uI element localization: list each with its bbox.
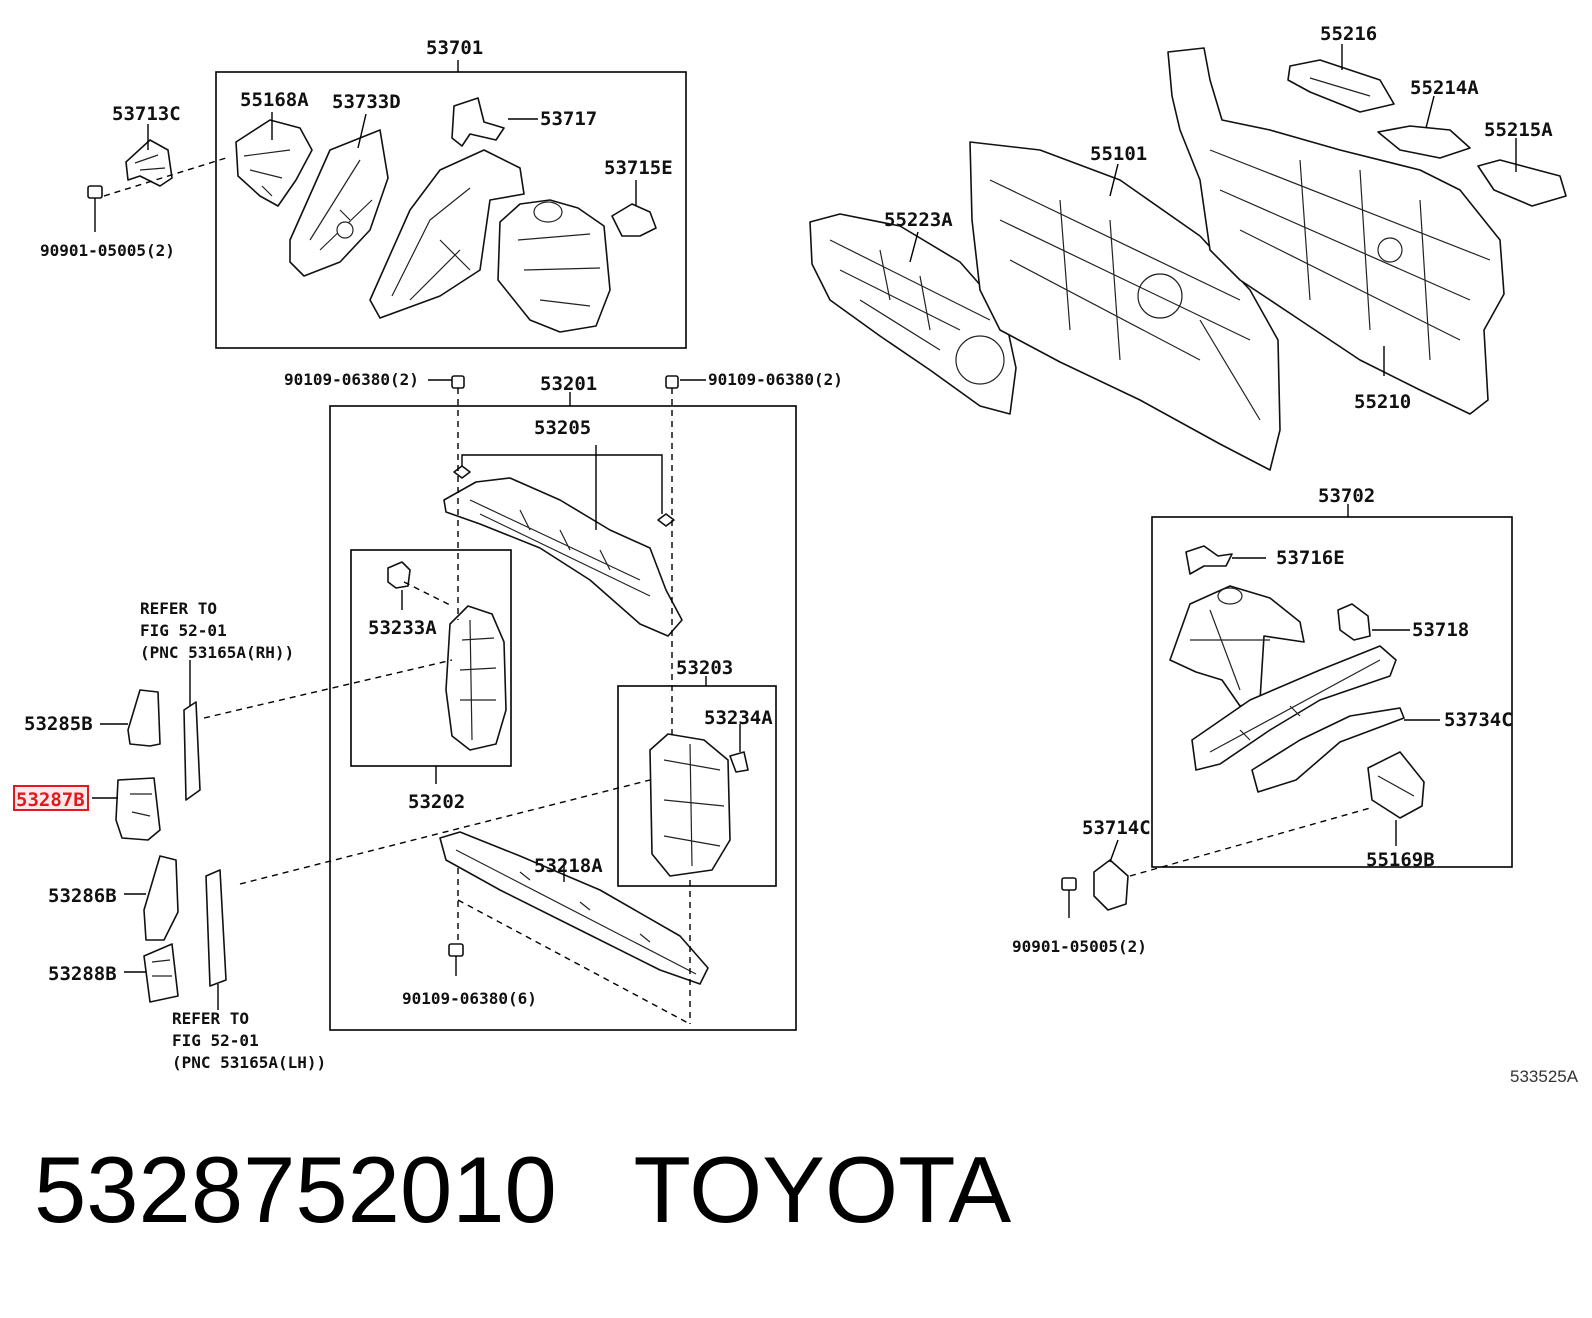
label-53218A[interactable]: 53218A [534,855,603,877]
part-53202[interactable] [445,605,507,751]
label-53285B[interactable]: 53285B [24,713,93,735]
part-53717[interactable] [451,97,505,147]
part-55216[interactable] [1287,59,1395,113]
part-53205[interactable] [443,477,683,637]
part-55223A[interactable] [809,213,1017,415]
label-53715E[interactable]: 53715E [604,157,673,179]
note-rh-line-3: (PNC 53165A(RH)) [140,643,294,662]
note-rh-line-1: REFER TO [140,599,217,618]
label-53733D[interactable]: 53733D [332,91,401,113]
figure-code: 533525A [1510,1067,1579,1086]
label-53287B[interactable]: 53287B [16,789,85,811]
part-55214A[interactable] [1377,125,1471,159]
leader-53205 [461,454,663,514]
part-53734-member[interactable] [1191,645,1397,771]
leader-53733D [357,113,367,149]
clip-icon [453,465,675,527]
label-90109-06380-a[interactable]: 90109-06380(2) [284,370,419,389]
note-lh-line-2: FIG 52-01 [172,1031,259,1050]
label-90901-05005-left[interactable]: 90901-05005(2) [40,241,175,260]
label-53714C[interactable]: 53714C [1082,817,1151,839]
dash-53233A [403,581,453,607]
dash-rh-brace [203,659,453,719]
highlight-box [13,785,89,811]
label-90109-06380-b[interactable]: 90109-06380(2) [708,370,843,389]
group-box-53203 [617,685,777,887]
label-53702[interactable]: 53702 [1318,485,1375,507]
part-53165A-rh-brace[interactable] [183,701,201,801]
leader-55214A [1425,95,1435,129]
part-53702-strut-tower[interactable] [1169,585,1305,707]
leader-55223A [909,231,919,263]
part-53288B[interactable] [143,943,179,1003]
dash-53714C [1129,807,1371,877]
note-lh-line-3: (PNC 53165A(LH)) [172,1053,326,1072]
part-53234A[interactable] [729,751,749,773]
part-caption: 5328752010 TOYOTA [34,1130,1134,1250]
label-53205[interactable]: 53205 [534,417,591,439]
part-53716E[interactable] [1185,545,1233,575]
part-55169B[interactable] [1367,751,1425,819]
label-53233A[interactable]: 53233A [368,617,437,639]
caption-brand: TOYOTA [633,1137,1012,1242]
label-55215A[interactable]: 55215A [1484,119,1553,141]
group-box-53202 [350,549,512,767]
part-53715E[interactable] [611,203,657,237]
part-53218A[interactable] [439,831,709,985]
dash-lh-brace [239,779,651,885]
leader-53714C [1109,839,1119,863]
leader-55101 [1109,163,1119,197]
label-55168A[interactable]: 55168A [240,89,309,111]
label-90901-05005-right[interactable]: 90901-05005(2) [1012,937,1147,956]
label-55101[interactable]: 55101 [1090,143,1147,165]
part-55215A[interactable] [1477,159,1567,207]
part-53286B[interactable] [143,855,179,941]
part-53203[interactable] [649,733,731,877]
note-lh-line-1: REFER TO [172,1009,249,1028]
label-53717[interactable]: 53717 [540,108,597,130]
part-53287B[interactable] [115,777,161,841]
label-55169B[interactable]: 55169B [1366,849,1435,871]
label-53202[interactable]: 53202 [408,791,465,813]
label-55210[interactable]: 55210 [1354,391,1411,413]
part-53714C[interactable] [1093,859,1129,911]
label-55214A[interactable]: 55214A [1410,77,1479,99]
part-53734C[interactable] [1251,707,1405,793]
label-53286B[interactable]: 53286B [48,885,117,907]
group-box-53702 [1151,516,1513,868]
label-53203[interactable]: 53203 [676,657,733,679]
part-55168A[interactable] [235,119,313,207]
part-53718[interactable] [1337,603,1371,641]
label-53734C[interactable]: 53734C [1444,709,1513,731]
part-53165A-lh-brace[interactable] [205,869,227,987]
part-55210[interactable] [1167,47,1505,415]
label-53713C[interactable]: 53713C [112,103,181,125]
note-refer-rh: REFER TO FIG 52-01 (PNC 53165A(RH)) [140,599,294,662]
label-53701[interactable]: 53701 [426,37,483,59]
group-box-53201 [329,405,797,1031]
caption-part-number: 5328752010 [34,1137,557,1242]
note-refer-lh: REFER TO FIG 52-01 (PNC 53165A(LH)) [172,1009,326,1072]
label-53716E[interactable]: 53716E [1276,547,1345,569]
bolt-icon [448,375,679,976]
label-53201[interactable]: 53201 [540,373,597,395]
part-53285B[interactable] [127,689,161,747]
part-53713C[interactable] [125,139,173,187]
note-rh-line-2: FIG 52-01 [140,621,227,640]
part-53733-inner[interactable] [369,149,525,319]
part-53733D[interactable] [289,129,389,277]
label-55223A[interactable]: 55223A [884,209,953,231]
label-53718[interactable]: 53718 [1412,619,1469,641]
part-55101[interactable] [969,141,1281,471]
bolt-icon [1061,877,1077,918]
label-53288B[interactable]: 53288B [48,963,117,985]
group-box-53701 [215,71,687,349]
label-55216[interactable]: 55216 [1320,23,1377,45]
label-53234A[interactable]: 53234A [704,707,773,729]
label-90109-06380-c[interactable]: 90109-06380(6) [402,989,537,1008]
bolt-icon [87,185,103,232]
part-55101-strut-tower[interactable] [497,199,611,333]
